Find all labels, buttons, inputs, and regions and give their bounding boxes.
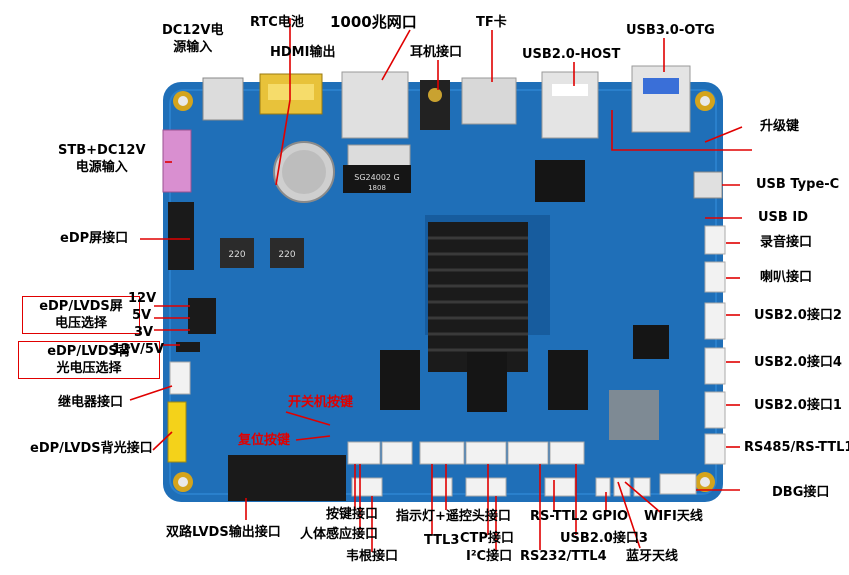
- label-edp: eDP屏接口: [60, 231, 129, 246]
- label-5v: 5V: [132, 308, 152, 323]
- label-gpio: GPIO: [592, 509, 629, 524]
- inductor-label: 220: [278, 250, 295, 260]
- backlight-connector: [167, 401, 187, 463]
- label-reset-key: 复位按键: [238, 433, 291, 448]
- label-backlight: eDP/LVDS背光接口: [30, 441, 153, 456]
- label-usb2-2: USB2.0接口2: [754, 308, 842, 323]
- label-power-key: 开关机按键: [288, 395, 354, 410]
- label-indicator: 指示灯+遥控头接口: [396, 509, 511, 524]
- right-connectors: [704, 225, 726, 465]
- bottom-connectors: [347, 441, 697, 497]
- usb-otg-port: [631, 65, 691, 133]
- label-edp-voltage: eDP/LVDS屏 电压选择: [22, 296, 140, 334]
- dual-lvds-header: [228, 455, 346, 501]
- label-dual-lvds: 双路LVDS输出接口: [166, 525, 281, 540]
- label-headphone: 耳机接口: [410, 45, 463, 60]
- label-3v: 3V: [134, 325, 154, 340]
- label-typec: USB Type-C: [756, 177, 840, 192]
- label-tf: TF卡: [476, 15, 507, 30]
- label-usb-otg: USB3.0-OTG: [626, 23, 715, 38]
- label-wifi: WIFI天线: [644, 509, 703, 524]
- label-bl-v: 12V/5V: [112, 342, 165, 357]
- label-key: 按键接口: [326, 507, 379, 522]
- label-rs485: RS485/RS-TTL1: [744, 440, 849, 455]
- label-usb2-3: USB2.0接口3: [560, 531, 648, 546]
- usb-host-port: [541, 71, 599, 139]
- typec-port: [693, 171, 723, 199]
- leader-lines: [129, 18, 752, 552]
- label-rsttl2: RS-TTL2: [530, 509, 589, 524]
- label-bl-voltage: eDP/LVDS背 光电压选择: [18, 341, 160, 379]
- label-dc12v: DC12V电 源输入: [162, 23, 224, 55]
- label-relay: 继电器接口: [58, 395, 124, 410]
- tf-slot: [461, 77, 517, 125]
- label-record: 录音接口: [760, 235, 813, 250]
- inductor-label: 220: [228, 250, 245, 260]
- label-bt: 蓝牙天线: [626, 549, 679, 564]
- label-usb2-1: USB2.0接口1: [754, 398, 842, 413]
- chip-sub: 1808: [368, 184, 386, 192]
- label-rs232: RS232/TTL4: [520, 549, 607, 564]
- label-ctp: CTP接口: [460, 531, 514, 546]
- label-ttl3: TTL3: [424, 533, 460, 548]
- edp-header: [168, 202, 194, 270]
- label-ethernet: 1000兆网口: [330, 13, 417, 31]
- label-12v: 12V: [128, 291, 157, 306]
- headphone-jack: [420, 80, 450, 130]
- label-i2c: I²C接口: [466, 549, 513, 564]
- label-hdmi: HDMI输出: [270, 45, 336, 60]
- dc-jack: [202, 77, 244, 121]
- sg-chip: [343, 165, 411, 193]
- label-usbid: USB ID: [758, 210, 808, 225]
- stb-connector: [162, 129, 192, 193]
- label-human: 人体感应接口: [300, 527, 379, 542]
- heatsink: [428, 222, 528, 372]
- label-usb2-4: USB2.0接口4: [754, 355, 842, 370]
- chip-label: SG24002 G: [354, 173, 399, 182]
- ethernet-port: [341, 71, 409, 139]
- label-wiegand: 韦根接口: [346, 549, 399, 564]
- label-rtc: RTC电池: [250, 15, 304, 30]
- label-stb: STB+DC12V 电源输入: [58, 143, 146, 175]
- label-upgrade: 升级键: [760, 119, 800, 134]
- label-dbg: DBG接口: [772, 485, 830, 500]
- label-speaker: 喇叭接口: [760, 270, 813, 285]
- label-usb-host: USB2.0-HOST: [522, 47, 621, 62]
